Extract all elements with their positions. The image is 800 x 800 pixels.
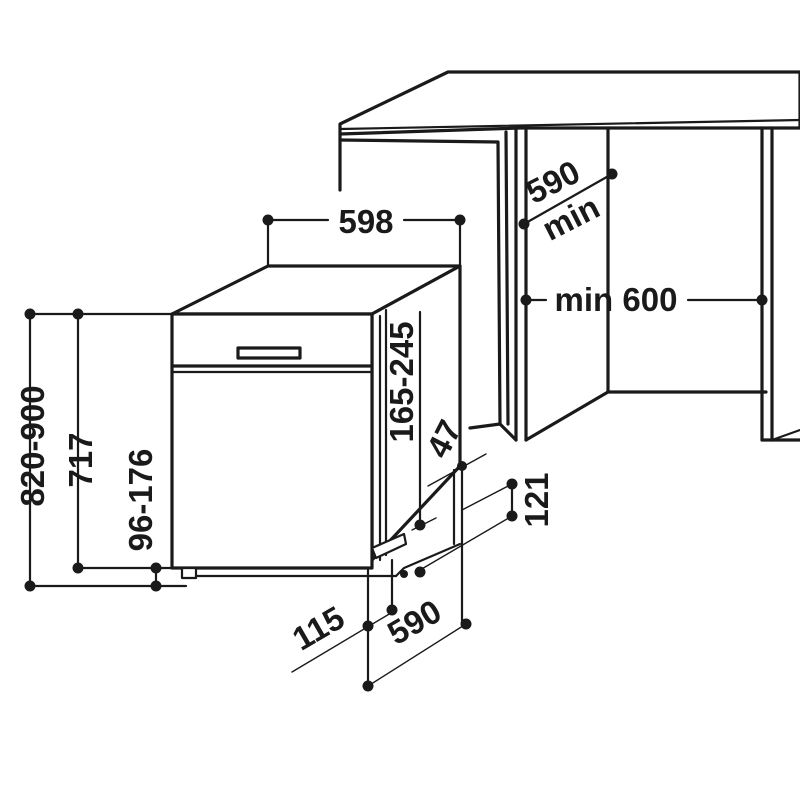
dim-niche-width: min 600 (520, 281, 768, 318)
door-offset-label: 115 (286, 599, 351, 658)
plinth-height-label: 165-245 (383, 321, 420, 442)
niche-left-panel (338, 128, 528, 442)
foot-icon (180, 566, 198, 580)
dim-adjustable-range: 96-176 (122, 449, 162, 592)
width-label: 598 (338, 203, 393, 240)
body-height-label: 717 (62, 432, 99, 487)
handle-icon (236, 346, 302, 360)
dim-foot-height: 121 (414, 472, 555, 578)
dim-width: 598 (262, 203, 466, 268)
countertop (338, 70, 800, 192)
total-height-label: 820-900 (14, 385, 51, 506)
dim-plinth-height: 165-245 (383, 310, 437, 531)
dim-body-height: 717 (62, 308, 174, 574)
dishwasher (170, 264, 467, 580)
adjustable-range-label: 96-176 (122, 449, 159, 552)
foot-height-label: 121 (518, 472, 555, 527)
dim-door-offset: 115 (286, 558, 398, 688)
dim-total-height: 820-900 (14, 308, 188, 592)
niche-right-panel (760, 126, 800, 442)
dim-niche-depth: 590 min (518, 153, 618, 248)
niche-width-label: min 600 (555, 281, 678, 318)
